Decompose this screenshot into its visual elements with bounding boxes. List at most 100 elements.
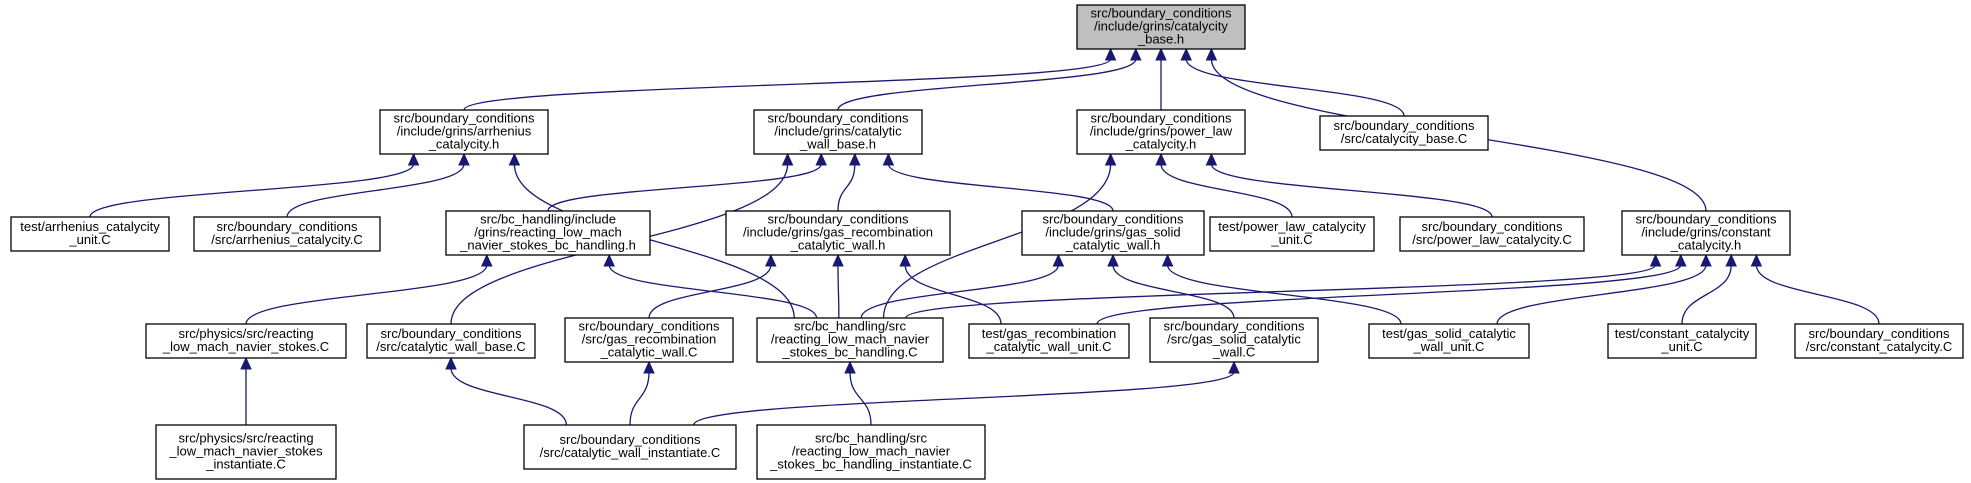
graph-node[interactable]: src/boundary_conditions/include/grins/co… [1621, 210, 1791, 256]
node-label-line: _stokes_bc_handling.C [781, 345, 917, 360]
dependency-edge [286, 163, 465, 218]
arrowhead [1104, 152, 1117, 166]
node-label-line: test/arrhenius_catalycity [20, 219, 160, 234]
arrowhead [508, 152, 521, 166]
dependency-edge [547, 163, 822, 212]
graph-node[interactable]: src/boundary_conditions/include/grins/ar… [379, 109, 549, 155]
arrowhead [844, 360, 856, 374]
node-label-line: /include/grins/gas_solid [1045, 225, 1180, 240]
root-node-box[interactable] [1076, 4, 1246, 50]
dependency-edge [837, 264, 840, 319]
node-box[interactable] [1368, 323, 1530, 359]
arrowhead [1052, 253, 1065, 267]
arrowhead [1649, 253, 1662, 267]
node-label-line: src/boundary_conditions [217, 219, 358, 234]
node-label-line: src/physics/src/reacting [178, 431, 313, 446]
node-box[interactable] [1399, 216, 1585, 252]
node-label-line: _unit.C [68, 232, 110, 247]
arrowhead [603, 253, 615, 267]
arrowhead [849, 152, 861, 166]
node-label-line: _base.h [1137, 32, 1184, 47]
node-label-line: _catalytic_wall.h [790, 238, 886, 253]
arrowhead [1155, 152, 1167, 166]
node-box[interactable] [756, 317, 944, 363]
graph-node[interactable]: src/boundary_conditions/src/catalycity_b… [1319, 115, 1489, 151]
graph-node[interactable]: src/physics/src/reacting_low_mach_navier… [145, 323, 347, 359]
node-label-line: src/boundary_conditions [394, 111, 535, 126]
dependency-edge [837, 58, 1137, 111]
graph-node[interactable]: src/boundary_conditions/src/constant_cat… [1794, 323, 1964, 359]
node-label-line: /include/grins/arrhenius [397, 124, 532, 139]
dependency-edge [904, 264, 1002, 325]
dependency-edge [905, 264, 1657, 319]
node-box[interactable] [155, 424, 337, 480]
arrowhead [1130, 47, 1142, 61]
node-box[interactable] [193, 216, 381, 252]
dependency-edge [1185, 58, 1405, 117]
node-label-line: src/boundary_conditions [579, 319, 720, 334]
node-box[interactable] [1621, 210, 1791, 256]
node-box[interactable] [1076, 109, 1246, 155]
arrowhead [1161, 253, 1174, 267]
graph-node[interactable]: src/boundary_conditions/src/power_law_ca… [1399, 216, 1585, 252]
graph-node[interactable]: test/constant_catalycity_unit.C [1607, 323, 1757, 359]
node-label-line: _stokes_bc_handling_instantiate.C [769, 457, 972, 472]
node-box[interactable] [366, 323, 536, 359]
node-box[interactable] [1209, 216, 1375, 252]
arrowhead [1700, 253, 1712, 267]
graph-node[interactable]: src/bc_handling/include/grins/reacting_l… [445, 210, 651, 256]
graph-node[interactable]: src/bc_handling/src/reacting_low_mach_na… [756, 317, 944, 363]
graph-node[interactable]: src/boundary_conditions/src/catalytic_wa… [523, 424, 737, 470]
arrowhead [407, 152, 420, 166]
dependency-edge [89, 163, 415, 218]
dependency-edge [1096, 264, 1682, 325]
node-box[interactable] [1319, 115, 1489, 151]
node-label-line: test/power_law_catalycity [1218, 219, 1366, 234]
graph-node[interactable]: src/boundary_conditions/src/gas_solid_ca… [1149, 317, 1319, 363]
graph-node[interactable]: src/boundary_conditions/include/grins/ca… [753, 109, 923, 155]
dependency-edge [887, 163, 1114, 212]
arrowhead [1675, 253, 1687, 267]
node-box[interactable] [145, 323, 347, 359]
node-label-line: src/boundary_conditions [1422, 219, 1563, 234]
graph-node[interactable]: src/boundary_conditions/src/arrhenius_ca… [193, 216, 381, 252]
node-box[interactable] [445, 210, 651, 256]
node-box[interactable] [564, 317, 734, 363]
node-layer: src/boundary_conditions/include/grins/ca… [10, 4, 1964, 480]
dependency-edge [1210, 163, 1493, 218]
graph-node[interactable]: src/bc_handling/src/reacting_low_mach_na… [756, 424, 986, 480]
node-box[interactable] [1607, 323, 1757, 359]
graph-node[interactable]: test/gas_recombination_catalytic_wall_un… [968, 323, 1130, 359]
node-box[interactable] [523, 424, 737, 470]
graph-node[interactable]: src/boundary_conditions/include/grins/ca… [1076, 4, 1246, 50]
node-box[interactable] [753, 109, 923, 155]
graph-node[interactable]: test/arrhenius_catalycity_unit.C [10, 216, 170, 252]
node-label-line: src/boundary_conditions [1334, 118, 1475, 133]
graph-node[interactable]: src/boundary_conditions/src/gas_recombin… [564, 317, 734, 363]
graph-node[interactable]: src/boundary_conditions/include/grins/ga… [725, 210, 951, 256]
graph-node[interactable]: src/boundary_conditions/src/catalytic_wa… [366, 323, 536, 359]
node-label-line: _catalycity.h [1125, 137, 1197, 152]
node-box[interactable] [10, 216, 170, 252]
graph-node[interactable]: test/power_law_catalycity_unit.C [1209, 216, 1375, 252]
node-box[interactable] [379, 109, 549, 155]
node-box[interactable] [968, 323, 1130, 359]
node-label-line: src/bc_handling/include [480, 212, 616, 227]
node-label-line: /include/grins/power_law [1090, 124, 1233, 139]
graph-node[interactable]: test/gas_solid_catalytic_wall_unit.C [1368, 323, 1530, 359]
graph-node[interactable]: src/boundary_conditions/include/grins/po… [1076, 109, 1246, 155]
dependency-edge [463, 58, 1112, 111]
node-label-line: /src/constant_catalycity.C [1806, 339, 1952, 354]
node-box[interactable] [1794, 323, 1964, 359]
dependency-edge [513, 163, 795, 319]
node-label-line: test/gas_solid_catalytic [1382, 326, 1516, 341]
node-box[interactable] [1021, 210, 1205, 256]
node-box[interactable] [725, 210, 951, 256]
node-box[interactable] [1149, 317, 1319, 363]
graph-node[interactable]: src/physics/src/reacting_low_mach_navier… [155, 424, 337, 480]
node-box[interactable] [756, 424, 986, 480]
arrowhead [1180, 47, 1192, 61]
arrowhead [1228, 360, 1240, 374]
node-label-line: /src/catalycity_base.C [1341, 131, 1467, 146]
graph-node[interactable]: src/boundary_conditions/include/grins/ga… [1021, 210, 1205, 256]
